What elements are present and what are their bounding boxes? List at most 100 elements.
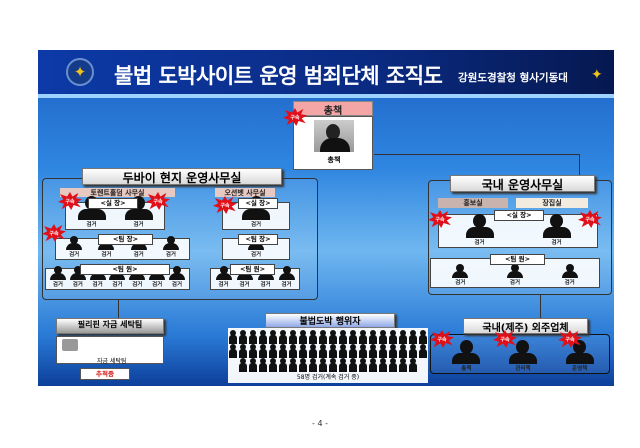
arrest-badge: 구속 [42,224,66,242]
gambler-icon [249,358,257,372]
person-icon [69,273,86,280]
person-icon [516,340,530,354]
role-label: <팀 원> [80,264,170,275]
gambler-icon [239,358,247,372]
person-icon [282,266,291,274]
boss-photo [314,120,354,152]
gambler-icon [229,344,237,358]
gambler-icon [259,344,267,358]
gambler-icon [409,358,417,372]
person-icon [70,236,79,244]
jeju-title: 국내(제주) 외주업체 [463,318,588,334]
arrest-badge: 구속 [283,108,307,126]
gambler-icon [339,330,347,344]
arrest-badge: 구속 [430,330,454,348]
boss-label: 총책 [293,101,373,117]
gambler-icon [399,344,407,358]
person-icon [542,227,571,238]
gambler-icon [419,344,427,358]
connector [540,295,541,320]
person-caption: 검거 [72,282,83,288]
role-label: <팀 장> [98,234,153,245]
person-caption: 검거 [101,252,112,258]
person-icon [248,243,264,250]
org-chart-slide: ✦ 불법 도박사이트 운영 범죄단체 조직도 강원도경찰청 형사기동대 ✦ 총책… [38,50,614,386]
gambler-icon [359,358,367,372]
person-icon [456,264,465,272]
gambler-icon [369,344,377,358]
person: 검거 [69,266,86,288]
gamblers-title: 불법도박 행위자 [265,313,395,328]
status-badge: 추적중 [80,368,130,380]
gambler-icon [419,330,427,344]
gambler-icon [349,344,357,358]
person: 관리책 [508,340,537,372]
person: 총책 [452,340,481,372]
person: 검거 [49,266,66,288]
person-icon [77,209,106,220]
gambler-icon [329,358,337,372]
person-caption: 관리책 [515,366,531,372]
person-icon [89,273,106,280]
person-caption: 검거 [52,282,63,288]
person-caption: 검거 [218,282,229,288]
gambler-icon [269,358,277,372]
person-caption: 총책 [461,366,472,372]
money-icon [62,339,78,351]
dept-label: 장집실 [516,198,588,208]
person-icon [473,214,486,228]
person-caption: 검거 [165,252,176,258]
role-label: <팀 원> [230,264,275,275]
gambler-icon [239,344,247,358]
gambler-icon [259,358,267,372]
person: 검거 [542,214,571,246]
person-icon [236,273,253,280]
laundering-title: 필리핀 자금 세탁팀 [56,318,164,334]
connector [374,154,580,155]
person-caption: 검거 [92,282,103,288]
person-icon [168,273,185,280]
gambler-icon [249,330,257,344]
person-caption: 검거 [152,282,163,288]
person-icon [53,266,62,274]
person-icon [508,353,537,364]
person-caption: 운영책 [572,366,588,372]
person: 검거 [452,264,469,286]
gambler-icon [339,344,347,358]
person-icon [215,273,232,280]
person-caption: 검거 [112,282,123,288]
gambler-icon [249,344,257,358]
gamblers-crowd [228,328,428,383]
gambler-icon [329,344,337,358]
gambler-icon [259,330,267,344]
jeju-roles: 총책 관리책 운영책 [438,340,608,372]
agency-name: 강원도경찰청 형사기동대 [458,72,568,84]
person: 검거 [162,236,179,258]
person-icon [510,264,519,272]
gambler-icon [289,344,297,358]
person-icon [219,266,228,274]
gambler-icon [289,330,297,344]
person-icon [550,214,563,228]
person-icon [242,209,270,220]
gambler-icon [389,330,397,344]
person-caption: 검거 [133,222,144,228]
laundering-caption: 자금 세탁팀 [97,358,127,365]
gambler-icon [329,330,337,344]
arrest-badge: 구속 [146,192,170,210]
person-icon [459,340,473,354]
gambler-icon [409,330,417,344]
gambler-icon [279,358,287,372]
office1-name: 토렌트홀덤 사무실 [60,188,175,197]
gambler-icon [239,330,247,344]
gambler-icon [379,330,387,344]
person: 검거 [561,264,578,286]
person: 검거 [278,266,295,288]
person-caption: 검거 [69,252,80,258]
person-icon [278,273,295,280]
dubai-office-title: 두바이 현지 운영사무실 [82,168,282,185]
person-caption: 검거 [260,282,271,288]
gambler-icon [269,344,277,358]
arrest-badge: 구속 [493,330,517,348]
